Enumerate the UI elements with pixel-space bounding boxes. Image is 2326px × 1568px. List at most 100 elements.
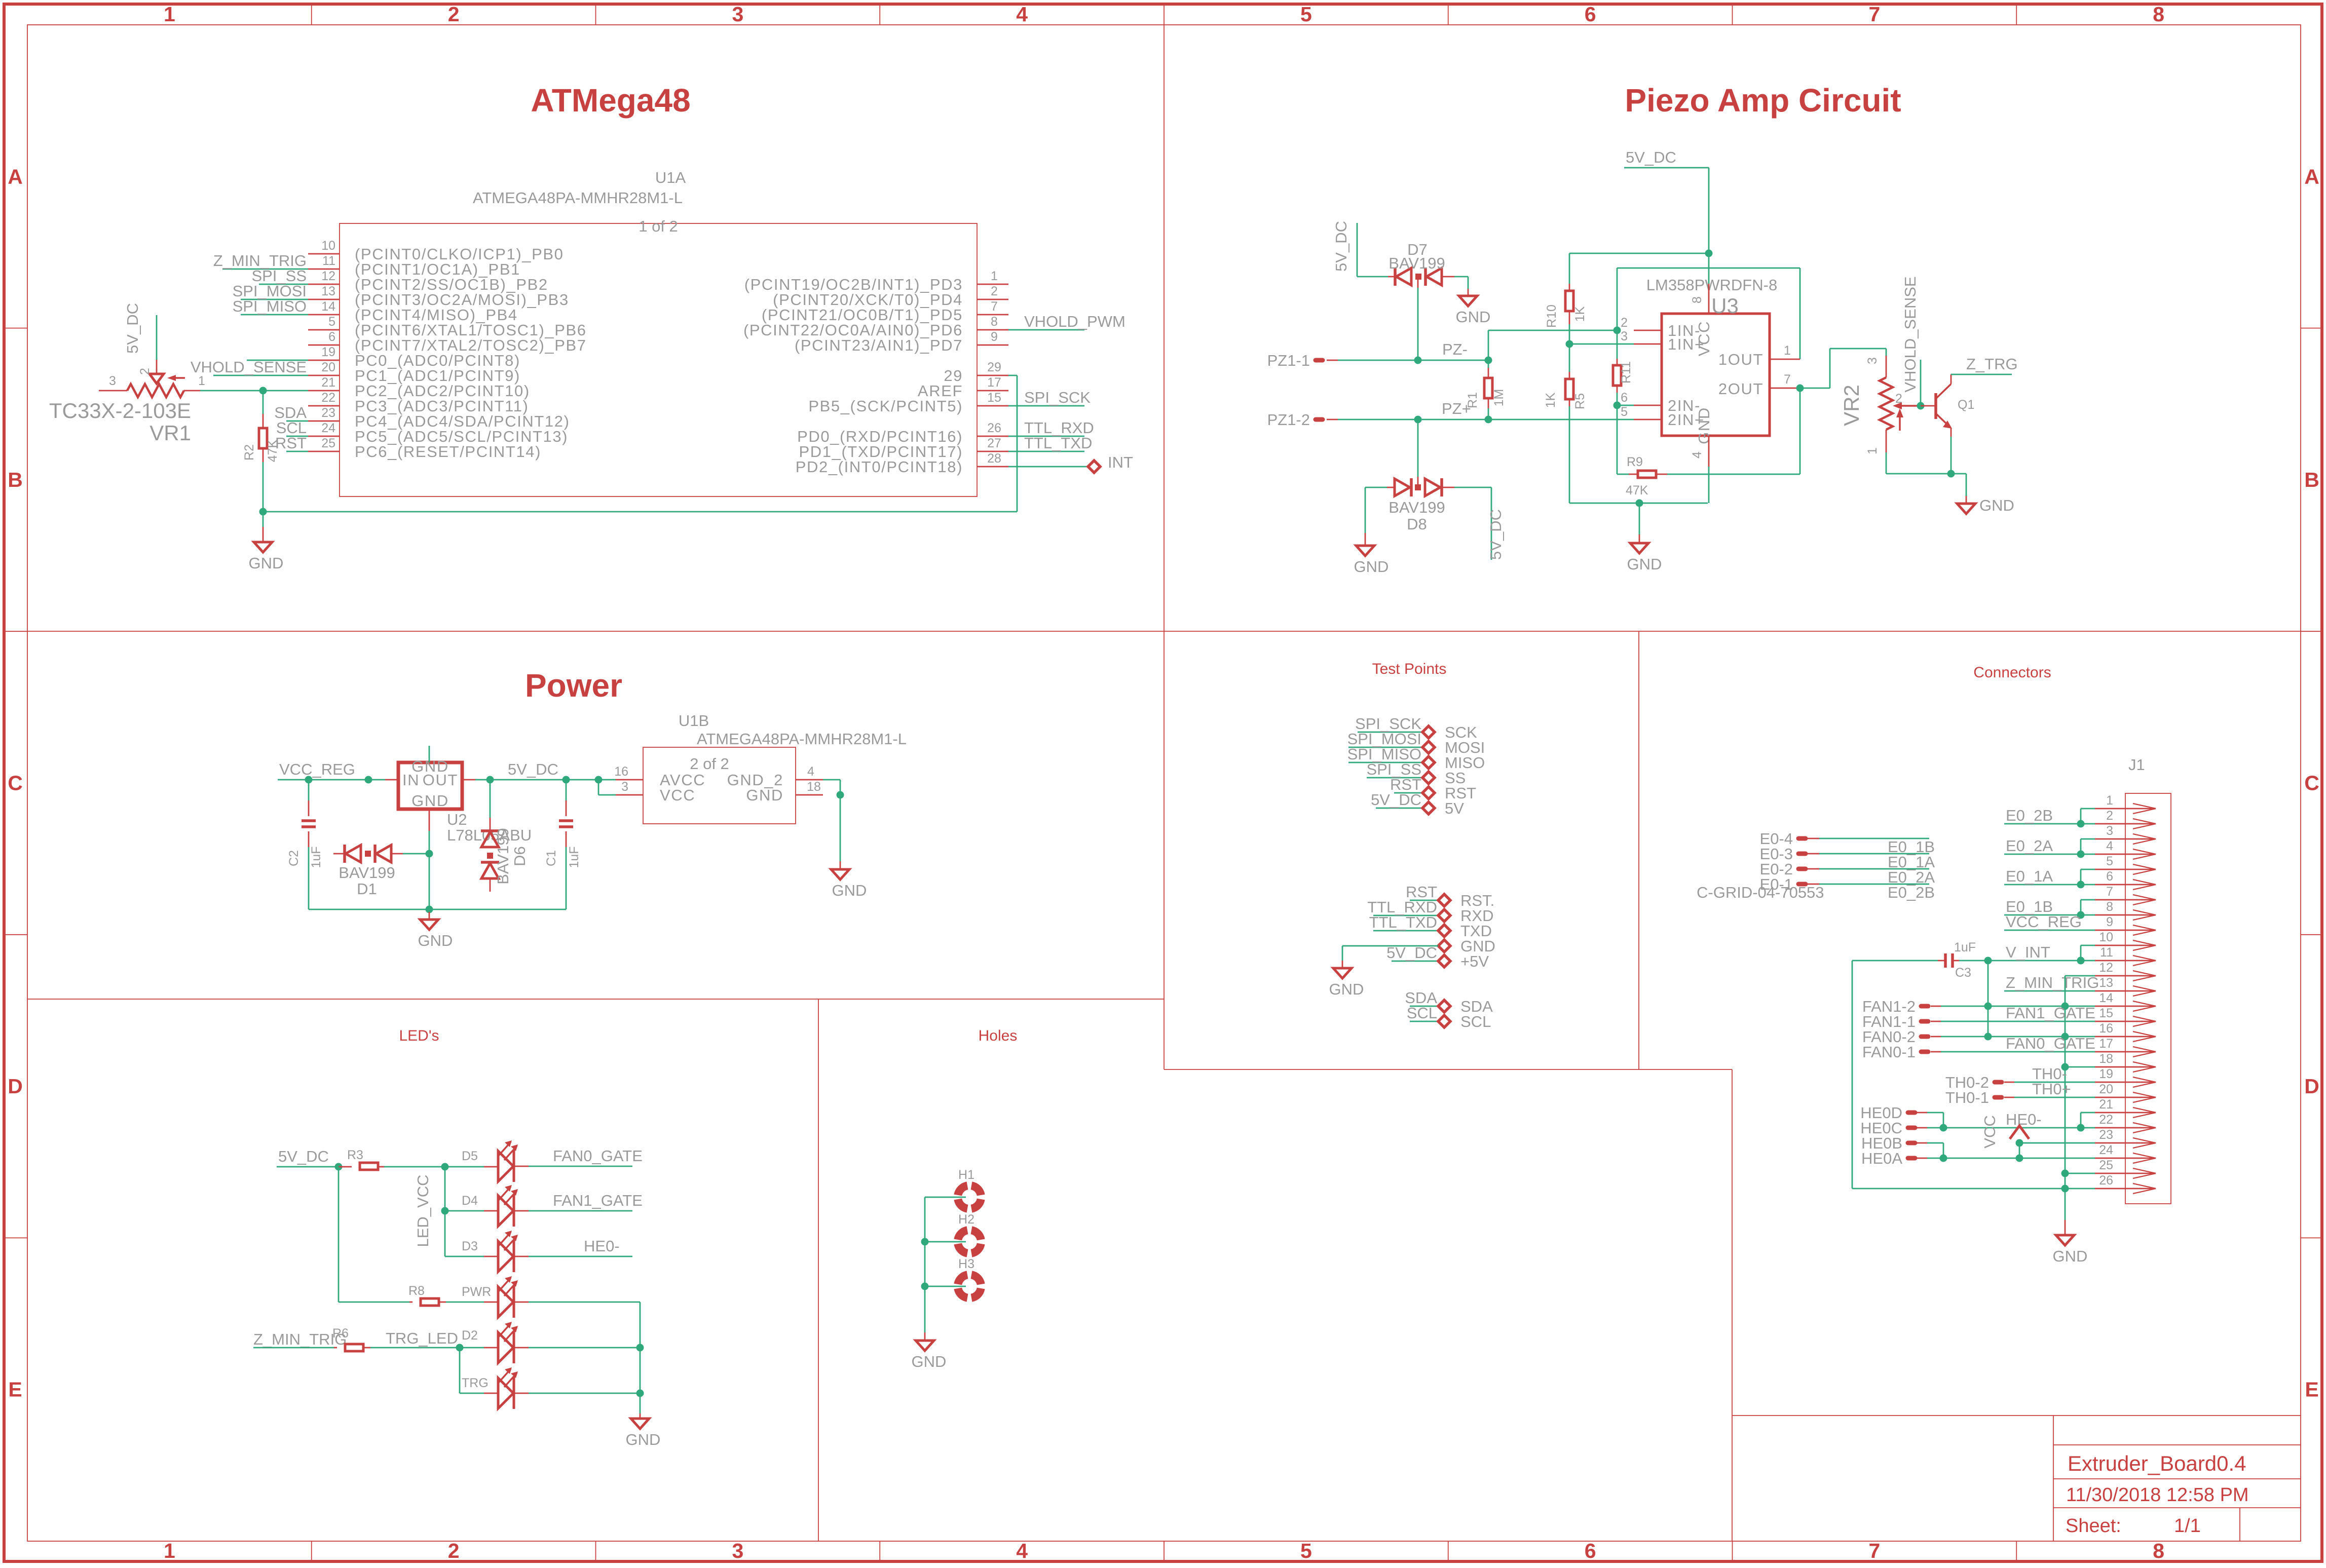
svg-text:LM358PWRDFN-8: LM358PWRDFN-8 — [1646, 276, 1777, 294]
svg-text:(PCINT21/OC0B/T1)_PD5: (PCINT21/OC0B/T1)_PD5 — [762, 306, 963, 324]
svg-text:GND: GND — [1329, 980, 1364, 998]
svg-text:VR1: VR1 — [149, 421, 191, 445]
svg-text:6: 6 — [1585, 1539, 1596, 1562]
svg-text:VHOLD_SENSE: VHOLD_SENSE — [191, 358, 307, 376]
svg-text:H2: H2 — [958, 1212, 974, 1227]
svg-text:19: 19 — [2099, 1067, 2113, 1081]
svg-text:FAN1_GATE: FAN1_GATE — [2006, 1004, 2095, 1022]
svg-text:VHOLD_SENSE: VHOLD_SENSE — [1901, 276, 1919, 392]
svg-text:GND: GND — [912, 1353, 947, 1370]
svg-text:TXD: TXD — [1460, 922, 1492, 940]
svg-text:2: 2 — [1621, 316, 1628, 330]
svg-text:+5V: +5V — [1460, 952, 1489, 970]
svg-text:E0_2A: E0_2A — [2006, 837, 2053, 855]
svg-text:R8: R8 — [408, 1284, 425, 1298]
svg-text:E: E — [2305, 1378, 2318, 1401]
svg-text:GND: GND — [1627, 555, 1662, 573]
svg-text:7: 7 — [2106, 885, 2113, 899]
svg-text:U3: U3 — [1711, 294, 1739, 318]
svg-text:27: 27 — [987, 436, 1001, 450]
svg-text:2OUT: 2OUT — [1718, 380, 1764, 398]
svg-text:SPI_MOSI: SPI_MOSI — [233, 282, 307, 300]
svg-text:3: 3 — [732, 1539, 743, 1562]
svg-text:GND: GND — [418, 932, 453, 949]
svg-text:2: 2 — [448, 3, 460, 26]
svg-text:FAN1_GATE: FAN1_GATE — [553, 1192, 643, 1209]
svg-text:18: 18 — [807, 780, 821, 794]
svg-text:18: 18 — [2099, 1052, 2113, 1066]
svg-text:Extruder_Board0.4: Extruder_Board0.4 — [2068, 1451, 2246, 1475]
svg-text:D: D — [8, 1075, 23, 1098]
svg-text:D6: D6 — [511, 846, 529, 866]
svg-text:HE0-: HE0- — [584, 1237, 620, 1255]
svg-text:4: 4 — [807, 764, 814, 779]
svg-text:5: 5 — [1300, 1539, 1312, 1562]
svg-text:GND: GND — [1460, 937, 1495, 955]
svg-text:U1B: U1B — [679, 712, 709, 730]
svg-text:Test Points: Test Points — [1372, 661, 1447, 677]
svg-text:GND: GND — [249, 554, 284, 572]
svg-text:5V_DC: 5V_DC — [1487, 509, 1505, 560]
svg-text:D7: D7 — [1407, 241, 1428, 258]
svg-text:(PCINT23/AIN1)_PD7: (PCINT23/AIN1)_PD7 — [795, 336, 963, 354]
svg-text:PC0_(ADC0/PCINT8): PC0_(ADC0/PCINT8) — [355, 352, 520, 369]
svg-text:BAV199: BAV199 — [339, 864, 395, 882]
svg-text:V_INT: V_INT — [2006, 943, 2050, 961]
svg-text:FAN1-2: FAN1-2 — [1862, 998, 1916, 1015]
svg-text:FAN0_GATE: FAN0_GATE — [553, 1147, 643, 1165]
svg-text:10: 10 — [2099, 930, 2113, 944]
svg-text:21: 21 — [321, 375, 335, 390]
svg-text:R1: R1 — [1466, 392, 1480, 408]
svg-text:Connectors: Connectors — [1973, 664, 2051, 681]
svg-text:VR2: VR2 — [1840, 385, 1863, 426]
svg-text:6: 6 — [1585, 3, 1596, 26]
svg-text:(PCINT3/OC2A/MOSI)_PB3: (PCINT3/OC2A/MOSI)_PB3 — [355, 291, 569, 309]
svg-text:GND: GND — [1354, 558, 1389, 576]
svg-text:E0_2A: E0_2A — [1888, 868, 1935, 886]
svg-text:4: 4 — [2106, 839, 2113, 853]
svg-text:6: 6 — [2106, 869, 2113, 884]
svg-text:Holes: Holes — [979, 1027, 1018, 1044]
svg-text:GND: GND — [411, 757, 449, 775]
svg-text:E0_2B: E0_2B — [1888, 884, 1935, 901]
svg-text:Power: Power — [525, 667, 622, 704]
svg-text:PC2_(ADC2/PCINT10): PC2_(ADC2/PCINT10) — [355, 382, 530, 400]
svg-text:H1: H1 — [958, 1168, 974, 1182]
svg-text:SS: SS — [1445, 769, 1466, 787]
svg-text:OUT: OUT — [423, 771, 458, 789]
svg-text:(PCINT0/CLKO/ICP1)_PB0: (PCINT0/CLKO/ICP1)_PB0 — [355, 245, 564, 263]
svg-text:HE0-: HE0- — [2006, 1111, 2042, 1128]
svg-text:VCC_REG: VCC_REG — [2006, 913, 2082, 931]
svg-text:FAN0_GATE: FAN0_GATE — [2006, 1035, 2095, 1052]
svg-text:10: 10 — [321, 239, 335, 253]
svg-text:C1: C1 — [544, 850, 558, 866]
svg-text:24: 24 — [2099, 1143, 2113, 1157]
svg-text:BAV199: BAV199 — [1389, 254, 1445, 272]
svg-text:E0-3: E0-3 — [1760, 845, 1793, 863]
svg-text:(PCINT22/OC0A/AIN0)_PD6: (PCINT22/OC0A/AIN0)_PD6 — [743, 321, 963, 339]
svg-text:2IN+: 2IN+ — [1668, 411, 1705, 429]
svg-text:R2: R2 — [242, 444, 256, 461]
svg-text:9: 9 — [991, 330, 998, 344]
svg-text:INT: INT — [1108, 453, 1133, 471]
svg-text:1: 1 — [2106, 793, 2113, 808]
svg-text:5V_DC: 5V_DC — [508, 760, 558, 778]
svg-text:TTL_TXD: TTL_TXD — [1024, 434, 1092, 452]
svg-text:BAV199: BAV199 — [1389, 499, 1445, 516]
svg-text:ATMega48: ATMega48 — [531, 82, 690, 119]
svg-text:7: 7 — [1868, 1539, 1880, 1562]
svg-text:GND: GND — [1695, 407, 1713, 444]
svg-text:PZ+: PZ+ — [1442, 400, 1471, 417]
svg-text:1M: 1M — [1492, 389, 1506, 407]
svg-text:25: 25 — [321, 436, 335, 450]
svg-text:SPI_MOSI: SPI_MOSI — [1347, 730, 1421, 748]
svg-text:MISO: MISO — [1445, 754, 1485, 772]
svg-text:5V_DC: 5V_DC — [1386, 944, 1437, 962]
svg-text:3: 3 — [109, 374, 116, 388]
svg-text:SPI_MISO: SPI_MISO — [233, 297, 307, 315]
svg-text:47K: 47K — [1626, 483, 1648, 498]
svg-text:(PCINT2/SS/OC1B)_PB2: (PCINT2/SS/OC1B)_PB2 — [355, 276, 548, 293]
svg-text:1/1: 1/1 — [2174, 1515, 2201, 1537]
svg-text:1OUT: 1OUT — [1718, 351, 1764, 368]
svg-text:4: 4 — [1016, 1539, 1028, 1562]
